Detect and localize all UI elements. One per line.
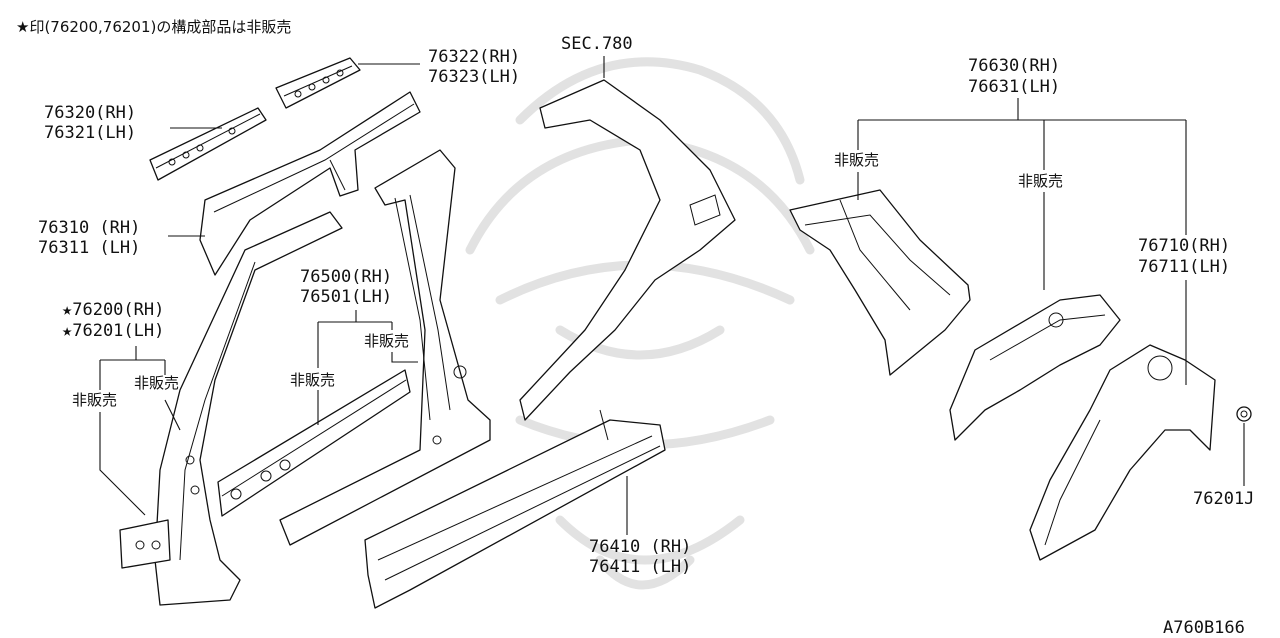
not-sold-label-1: 非販売 bbox=[134, 374, 179, 392]
callout-76500-rh: 76500(RH) bbox=[300, 267, 392, 287]
callout-76320-rh: 76320(RH) bbox=[44, 103, 136, 123]
not-sold-label-4: 非販売 bbox=[290, 371, 335, 389]
callout-76322-rh: 76322(RH) bbox=[428, 47, 520, 67]
part-76201j-clip[interactable] bbox=[1236, 406, 1252, 422]
part-76500-reinforcement[interactable] bbox=[217, 369, 411, 517]
not-sold-label-6: 非販売 bbox=[1018, 172, 1063, 190]
callout-76630-rh: 76630(RH) bbox=[968, 56, 1060, 76]
callout-76710-lh: 76711(LH) bbox=[1138, 257, 1230, 277]
not-sold-label-2: 非販売 bbox=[72, 391, 117, 409]
part-76200-front-pillar[interactable] bbox=[119, 211, 343, 606]
callout-76322-lh: 76323(LH) bbox=[428, 67, 520, 87]
callout-76320-lh: 76321(LH) bbox=[44, 123, 136, 143]
note-text: ★印(76200,76201)の構成部品は非販売 bbox=[16, 18, 291, 36]
callout-76310-lh: 76311 (LH) bbox=[38, 238, 140, 258]
part-76710-wheelhouse-outer[interactable] bbox=[1029, 344, 1216, 561]
callout-sec780: SEC.780 bbox=[561, 34, 633, 54]
part-wheel-arch-piece[interactable] bbox=[949, 294, 1121, 441]
callout-76201j: 76201J bbox=[1193, 489, 1254, 509]
callout-76500-lh: 76501(LH) bbox=[300, 287, 392, 307]
callout-76200-rh: ★76200(RH) bbox=[62, 300, 164, 320]
leader-lines bbox=[99, 56, 1245, 535]
callout-76310-rh: 76310 (RH) bbox=[38, 218, 140, 238]
drawing-code: A760B166 bbox=[1163, 618, 1245, 638]
part-76320-bracket[interactable] bbox=[149, 107, 267, 181]
not-sold-label-3: 非販売 bbox=[364, 332, 409, 350]
callout-76410-lh: 76411 (LH) bbox=[589, 557, 691, 577]
part-76630-wheelhouse[interactable] bbox=[789, 189, 971, 376]
not-sold-label-5: 非販売 bbox=[834, 151, 879, 169]
callout-76710-rh: 76710(RH) bbox=[1138, 236, 1230, 256]
part-center-pillar[interactable] bbox=[279, 149, 491, 546]
part-sec780-quarter-panel[interactable] bbox=[519, 79, 736, 421]
part-76322-bracket[interactable] bbox=[275, 57, 361, 109]
callout-76410-rh: 76410 (RH) bbox=[589, 537, 691, 557]
part-76310-roof-rail[interactable] bbox=[199, 91, 421, 276]
callout-76200-lh: ★76201(LH) bbox=[62, 321, 164, 341]
callout-76630-lh: 76631(LH) bbox=[968, 77, 1060, 97]
part-76410-sill[interactable] bbox=[364, 409, 666, 609]
